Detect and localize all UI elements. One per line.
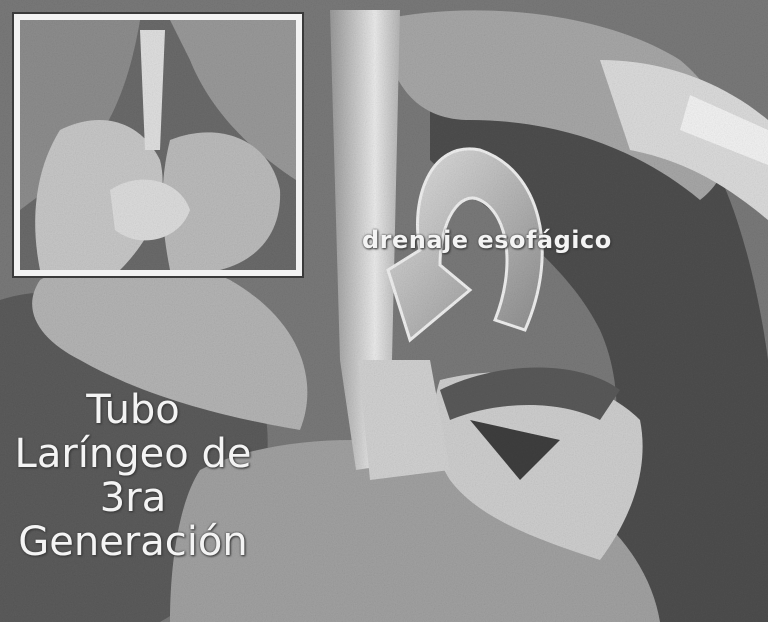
device-name-label: Tubo Laríngeo de 3ra Generación bbox=[8, 388, 258, 564]
device-name-line-2: Laríngeo de bbox=[8, 432, 258, 476]
inset-anatomy-graphic bbox=[20, 20, 296, 270]
esophageal-drain-label: drenaje esofágico bbox=[362, 226, 612, 254]
device-name-line-4: Generación bbox=[8, 520, 258, 564]
inset-overview-image bbox=[14, 14, 302, 276]
device-name-line-3: 3ra bbox=[8, 476, 258, 520]
device-name-line-1: Tubo bbox=[8, 388, 258, 432]
